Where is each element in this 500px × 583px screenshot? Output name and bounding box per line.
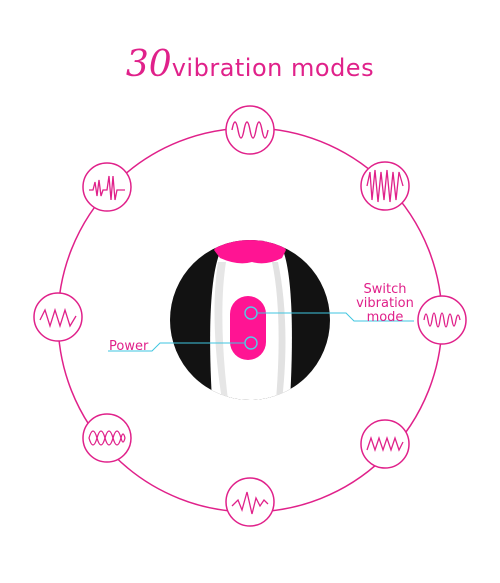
- spike-wave-icon: [225, 477, 275, 527]
- device-closeup: [170, 240, 330, 400]
- power-label: Power: [109, 339, 149, 354]
- burst-wave-icon: [360, 161, 410, 211]
- triangle-wave-icon: [33, 292, 83, 342]
- switch-connector-line: [257, 312, 414, 322]
- switch-label-line-2: vibration: [356, 296, 414, 311]
- power-connector-line: [108, 342, 245, 352]
- knot-wave-icon: [82, 413, 132, 463]
- page-title: 30vibration modes: [0, 44, 500, 85]
- switch-mode-label: Switch vibration mode: [346, 283, 424, 325]
- switch-label-line-1: Switch: [363, 282, 407, 297]
- dense-wave-icon: [417, 295, 467, 345]
- title-number: 30: [125, 44, 172, 85]
- zigzag-wave-icon: [360, 419, 410, 469]
- sine-wave-icon: [225, 105, 275, 155]
- switch-label-line-3: mode: [366, 310, 404, 325]
- button-panel: [230, 296, 266, 360]
- title-text: vibration modes: [171, 54, 375, 82]
- pulse-wave-icon: [82, 162, 132, 212]
